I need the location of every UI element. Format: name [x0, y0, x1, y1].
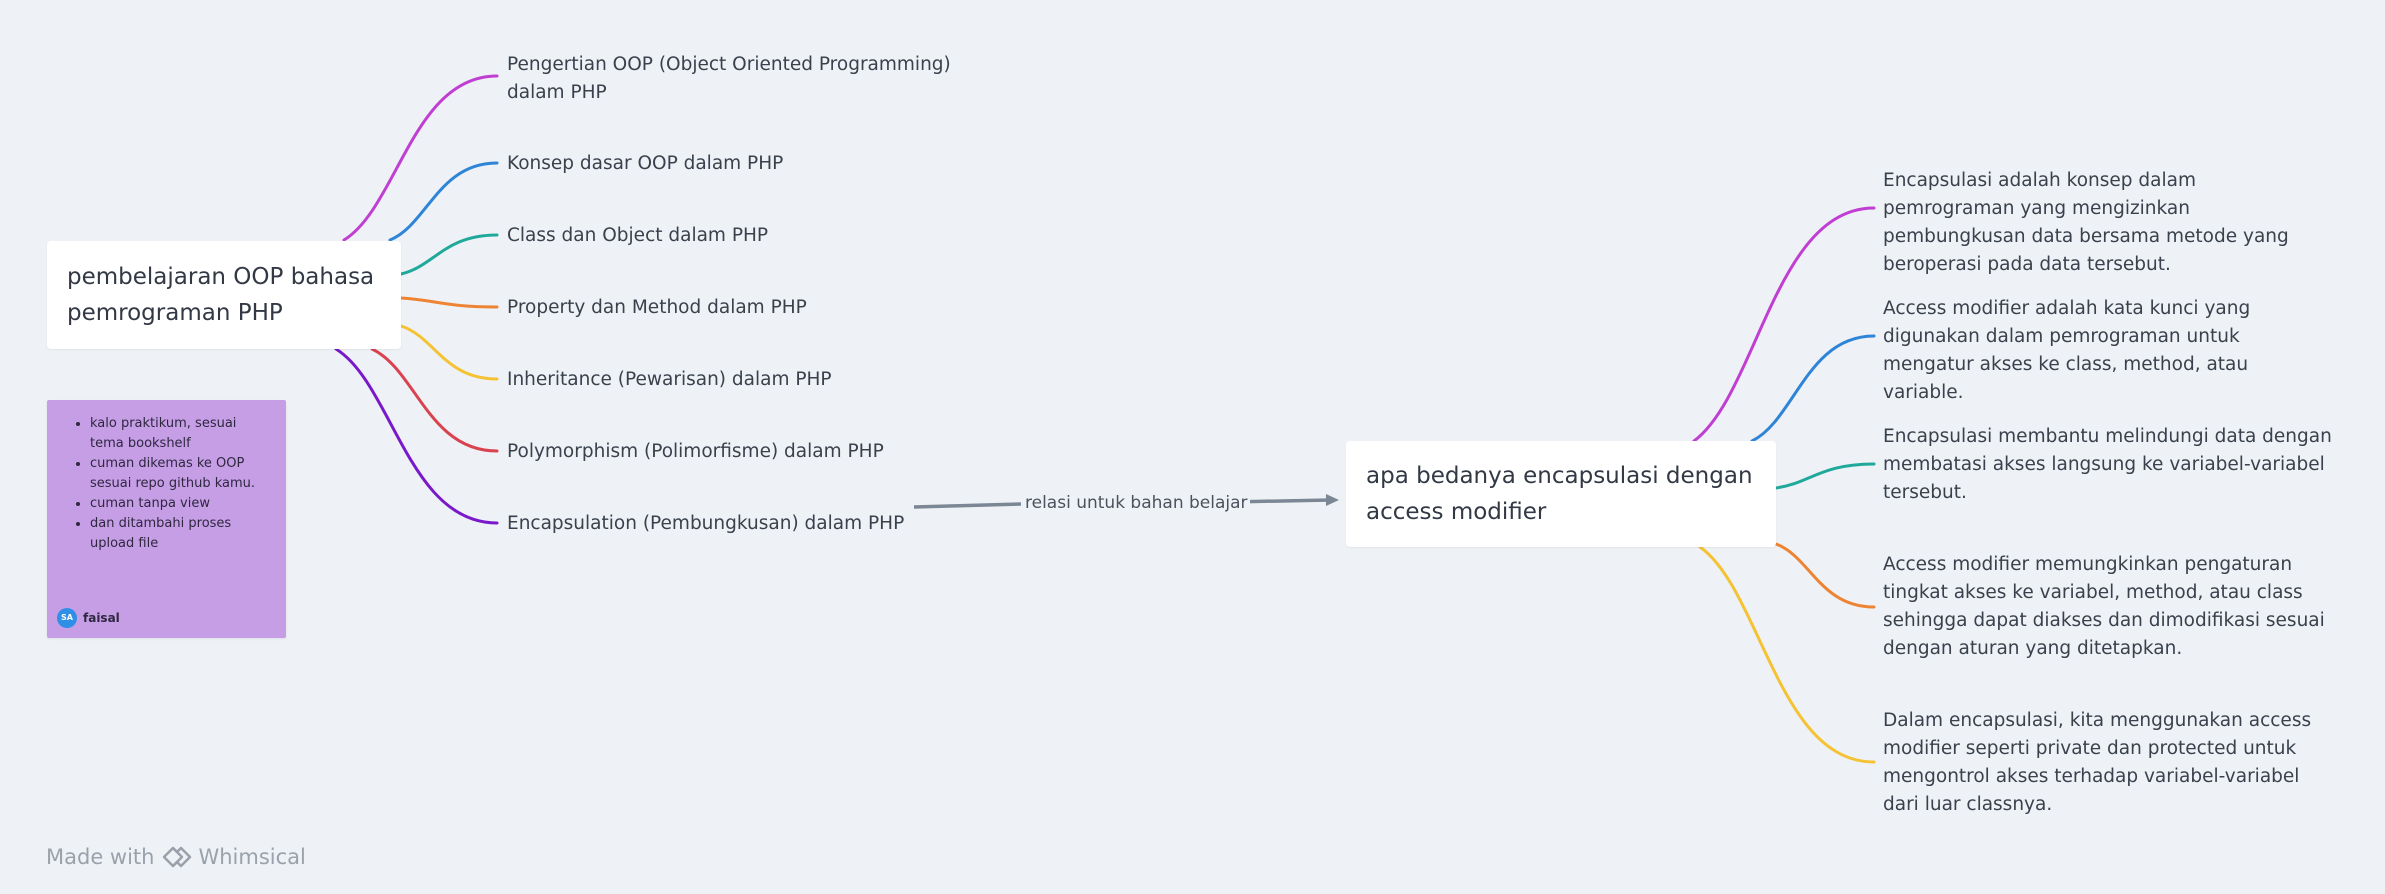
- branch-connector: [399, 296, 499, 309]
- leaf-encapsulasi-melindungi[interactable]: Encapsulasi membantu melindungi data den…: [1883, 426, 2332, 503]
- branch-class-object[interactable]: Class dan Object dalam PHP: [507, 225, 769, 246]
- branch-connector: [388, 161, 499, 242]
- sticky-note-item: kalo praktikum, sesuai tema bookshelf: [90, 414, 270, 454]
- leaf-access-modifier-definisi[interactable]: Access modifier adalah kata kunci yang d…: [1883, 298, 2251, 403]
- branch-pengertian-oop[interactable]: Pengertian OOP (Object Oriented Programm…: [507, 54, 951, 103]
- branch-konsep-dasar[interactable]: Konsep dasar OOP dalam PHP: [507, 153, 784, 174]
- whimsical-logo-icon: [163, 846, 192, 868]
- sticky-note[interactable]: kalo praktikum, sesuai tema bookshelf cu…: [47, 400, 286, 638]
- made-with-whimsical-badge[interactable]: Made with Whimsical: [46, 845, 306, 869]
- branch-property-method[interactable]: Property dan Method dalam PHP: [507, 297, 807, 318]
- sticky-note-author: SA faisal: [57, 608, 120, 628]
- branch-encapsulation[interactable]: Encapsulation (Pembungkusan) dalam PHP: [507, 513, 905, 534]
- branch-polymorphism[interactable]: Polymorphism (Polimorfisme) dalam PHP: [507, 441, 884, 462]
- leaf-connector: [1698, 545, 1876, 764]
- sticky-note-item: cuman tanpa view: [90, 494, 270, 514]
- connection-label[interactable]: relasi untuk bahan belajar: [1023, 491, 1250, 515]
- branch-connector: [342, 74, 499, 242]
- avatar: SA: [57, 608, 77, 628]
- whimsical-brand-text: Whimsical: [198, 845, 306, 869]
- branch-connector: [334, 347, 499, 525]
- branch-connector: [370, 347, 499, 453]
- root-node-encapsulasi-vs-access-modifier[interactable]: apa bedanya encapsulasi dengan access mo…: [1346, 441, 1776, 547]
- branch-inheritance[interactable]: Inheritance (Pewarisan) dalam PHP: [507, 369, 832, 390]
- sticky-note-item: dan ditambahi proses upload file: [90, 514, 270, 554]
- root-node-label: apa bedanya encapsulasi dengan access mo…: [1366, 463, 1753, 525]
- relation-line: [913, 502, 1022, 509]
- branch-connector: [399, 324, 499, 381]
- leaf-connector: [1692, 206, 1876, 443]
- leaf-connector: [1750, 334, 1876, 443]
- leaf-connector: [1774, 542, 1876, 609]
- sticky-note-list: kalo praktikum, sesuai tema bookshelf cu…: [47, 414, 286, 554]
- sticky-note-item: cuman dikemas ke OOP sesuai repo github …: [90, 454, 270, 494]
- root-node-oop-php[interactable]: pembelajaran OOP bahasa pemrograman PHP: [47, 241, 401, 349]
- leaf-connector: [1774, 462, 1876, 490]
- arrow-head-icon: [1326, 494, 1339, 506]
- root-node-label: pembelajaran OOP bahasa pemrograman PHP: [67, 264, 375, 326]
- made-with-text: Made with: [46, 845, 155, 869]
- leaf-encapsulasi-definisi[interactable]: Encapsulasi adalah konsep dalam pemrogra…: [1883, 170, 2289, 275]
- author-name: faisal: [83, 611, 120, 625]
- leaf-encapsulasi-private-protected[interactable]: Dalam encapsulasi, kita menggunakan acce…: [1883, 710, 2312, 815]
- leaf-access-modifier-tingkat[interactable]: Access modifier memungkinkan pengaturan …: [1883, 554, 2325, 659]
- branch-connector: [399, 233, 499, 276]
